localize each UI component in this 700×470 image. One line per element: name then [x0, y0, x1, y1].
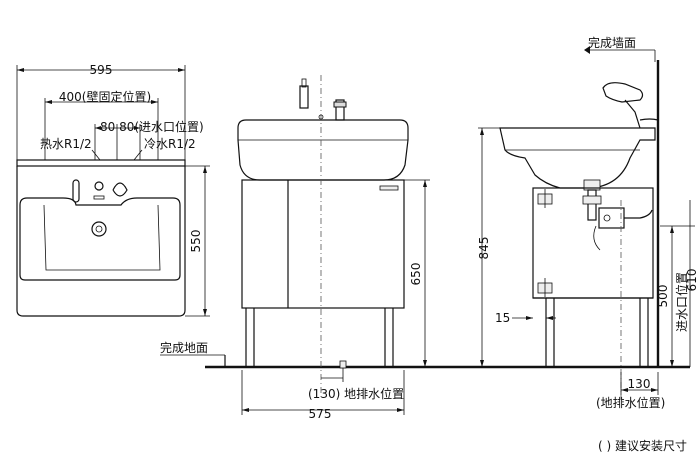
floor-drain-side-label: (地排水位置) — [596, 395, 665, 410]
recommended-note: ( ) 建议安装尺寸 — [598, 438, 687, 453]
side-view: 完成墙面 — [477, 35, 699, 410]
dim-595: 595 — [90, 63, 113, 77]
dim-130: 130 — [628, 377, 651, 391]
wall-fix-label: 400(壁固定位置) — [59, 89, 151, 104]
finished-floor-label: 完成地面 — [160, 340, 208, 355]
cold-water-label: 冷水R1/2 — [144, 137, 196, 151]
top-view: 595 400(壁固定位置) 80 80(进水口位置) 热水R1/2 冷水R1/… — [16, 63, 210, 317]
hot-water-label: 热水R1/2 — [40, 137, 92, 151]
dim-575: 575 — [309, 407, 332, 421]
inlet-label: 80 80(进水口位置) — [100, 119, 204, 134]
dim-650: 650 — [409, 263, 423, 286]
inlet-vertical-label: 进水口位置 — [674, 272, 689, 332]
finished-wall-label: 完成墙面 — [588, 35, 636, 50]
dim-550: 550 — [189, 230, 203, 253]
dim-610: 610 — [685, 269, 699, 292]
front-view: 完成地面 650 (130) 地排水位置 — [160, 75, 690, 421]
dim-500: 500 — [656, 285, 670, 308]
dim-845: 845 — [477, 237, 491, 260]
dim-15: 15 — [495, 311, 510, 325]
floor-drain-label: (130) 地排水位置 — [308, 386, 404, 401]
